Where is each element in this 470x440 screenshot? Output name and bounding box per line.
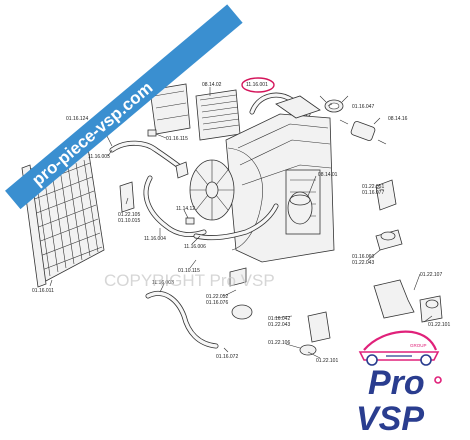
callout-label: 01.16.077: [362, 190, 384, 196]
engine-mount-left: [231, 304, 331, 356]
callout-label: 01.22.105: [118, 212, 140, 218]
callout-labels: 08.14.02 11.16.001 01.16.124 01.16.115 1…: [32, 82, 450, 364]
air-filter-box: [149, 83, 191, 135]
oil-filter: [287, 191, 313, 225]
callout-label: 08.14.16: [388, 116, 408, 122]
drive-belt: [227, 147, 263, 251]
fuel-filter: [339, 119, 387, 145]
leader-lines: [49, 87, 433, 359]
callout-label: 01.22.106: [268, 340, 290, 346]
callout-label: 01.10.015: [118, 218, 140, 224]
callout-label: 01.16.011: [32, 288, 54, 294]
callout-label: 11.16.004: [144, 236, 166, 242]
callout-label: 01.16.072: [216, 354, 238, 360]
hose-clamp: [319, 95, 349, 113]
callout-label: 01.16.042: [268, 316, 290, 322]
callout-label: 11.14.12: [176, 206, 195, 212]
logo-vsp-text: VSP: [356, 400, 424, 438]
callout-label: 11.16.006: [184, 244, 206, 250]
callout-label-highlighted: 11.16.001: [246, 82, 268, 88]
logo-group-text: GROUP: [410, 343, 427, 348]
callout-label: 08.14.02: [202, 82, 222, 88]
copyright-watermark: COPYRIGHT Pro VSP: [104, 271, 275, 290]
callout-label: 01.10.115: [178, 268, 200, 274]
callout-label: 01.22.101: [428, 322, 450, 328]
callout-label: 01.22.107: [420, 272, 442, 278]
callout-label: 01.22.101: [316, 358, 338, 364]
callout-label: 01.16.076: [206, 300, 228, 306]
small-fittings: [119, 129, 247, 287]
callout-label: 01.16.060: [352, 254, 374, 260]
logo-dot-icon: [434, 376, 442, 384]
engine-mount-rear: [373, 279, 443, 323]
callout-label: 01.22.043: [352, 260, 374, 266]
car-silhouette-icon: [358, 330, 440, 366]
cooling-fan: [189, 159, 235, 221]
callout-label: 01.16.124: [66, 116, 88, 122]
callout-label: 01.22.052: [206, 294, 228, 300]
lower-radiator-hose: [145, 291, 219, 349]
callout-label: 01.22.051: [362, 184, 384, 190]
brand-logo: GROUP Pro VSP: [356, 330, 442, 438]
logo-pro-text: Pro: [368, 364, 425, 402]
air-filter-element: [195, 89, 241, 141]
engine-block: [225, 95, 335, 263]
callout-label: 11.16.005: [88, 154, 110, 160]
ribbon-text: pro-piece-vsp.com: [28, 78, 156, 190]
callout-label: 08.14.01: [318, 172, 338, 178]
callout-label: 01.16.115: [166, 136, 188, 142]
callout-label: 01.16.047: [352, 104, 374, 110]
engine-mount-right: [375, 179, 403, 251]
highlight-ring: [241, 77, 275, 93]
bypass-hose: [143, 175, 207, 237]
callout-label: 11.16.003: [152, 280, 174, 286]
upper-radiator-hose: [109, 140, 187, 173]
callout-label: 01.22.043: [268, 322, 290, 328]
heater-hose: [193, 203, 279, 241]
